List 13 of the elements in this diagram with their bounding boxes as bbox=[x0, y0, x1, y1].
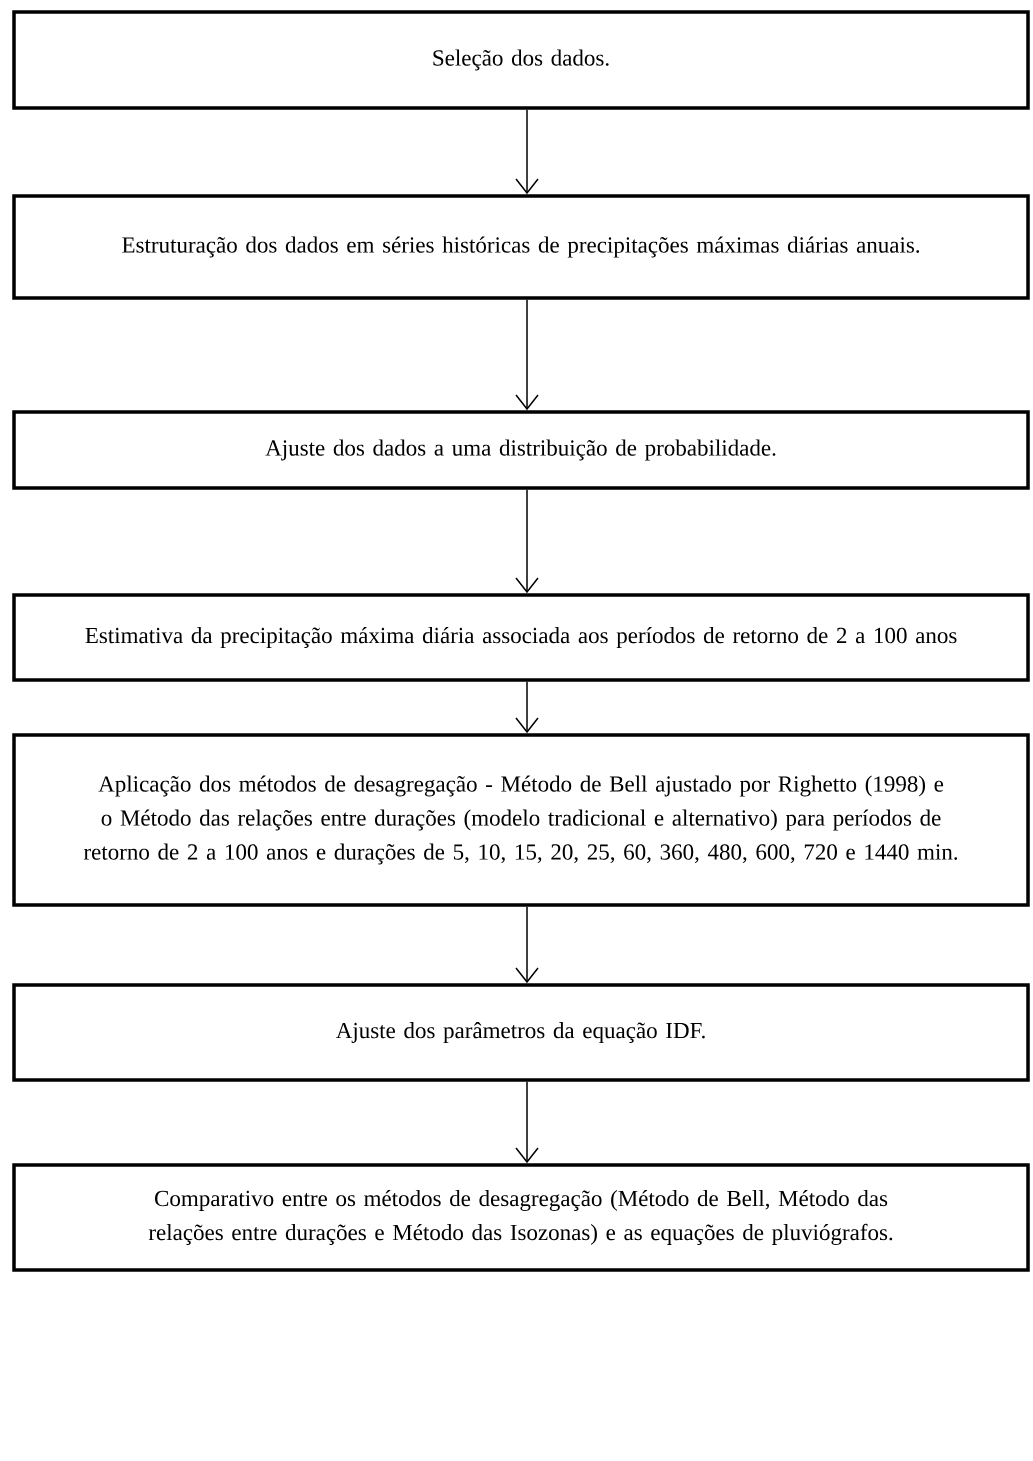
arrow bbox=[515, 906, 539, 984]
process-box: Ajuste dos dados a uma distribuição de probabilidade. bbox=[12, 410, 1030, 490]
arrow bbox=[515, 1081, 539, 1164]
process-box: Estimativa da precipitação máxima diária associada aos períodos de retorno de 2 a 100 anos bbox=[12, 593, 1030, 682]
arrow bbox=[515, 681, 539, 734]
process-box: Comparativo entre os métodos de desagregação (Método de Bell, Método das relações entre durações e Método das Isozonas) e as equações de pluviógrafos. bbox=[12, 1163, 1030, 1272]
process-box: Seleção dos dados. bbox=[12, 10, 1030, 110]
arrow bbox=[515, 109, 539, 195]
process-box: Estruturação dos dados em séries históricas de precipitações máximas diárias anuais. bbox=[12, 194, 1030, 300]
process-box: Aplicação dos métodos de desagregação - Método de Bell ajustado por Righetto (1998) e o Método das relações entre durações (modelo tradicional e alternativo) para períodos de retorno de 2 a 100 anos e durações de 5, 10, 15, 20, 25, 60, 360, 480, 600, 720 e 1440 min. bbox=[12, 733, 1030, 907]
arrow bbox=[515, 489, 539, 594]
process-box: Ajuste dos parâmetros da equação IDF. bbox=[12, 983, 1030, 1082]
arrow bbox=[515, 299, 539, 411]
